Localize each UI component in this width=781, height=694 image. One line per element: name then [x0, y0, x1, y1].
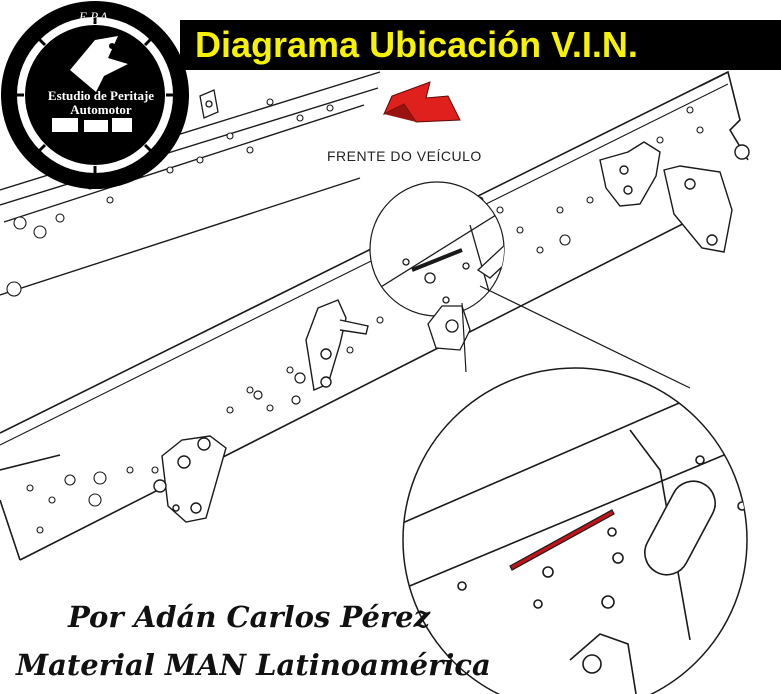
logo-top-text: E.P.A.	[79, 9, 111, 24]
far-rail-bracket	[199, 89, 219, 119]
detail-circle-small	[369, 181, 505, 317]
credit-author: Por Adán Carlos Pérez	[68, 600, 431, 634]
logo-text-line2: Automotor	[70, 102, 132, 117]
front-arrow-icon	[382, 81, 461, 123]
main-frame-rail	[0, 70, 749, 561]
detail-circle-zoom	[402, 367, 748, 694]
front-direction-label: FRENTE DO VEÍCULO	[327, 148, 482, 164]
spring-hanger-bracket	[305, 299, 369, 391]
logo-seal-icon	[1, 1, 189, 189]
vin-mark-small	[411, 248, 463, 272]
logo-text-line1: Estudio de Peritaje	[47, 88, 155, 103]
front-bracket	[599, 141, 750, 253]
main-rail-flange	[0, 83, 729, 446]
zoom-connector-lines	[461, 285, 691, 389]
lower-mount-bracket	[427, 305, 471, 351]
credit-source: Material MAN Latinoamérica	[16, 648, 491, 682]
title-bar	[180, 20, 781, 70]
mid-bolt-cluster	[253, 372, 306, 405]
vin-mark-zoom	[509, 509, 615, 571]
eagle-icon	[70, 36, 128, 92]
page-title: Diagrama Ubicación V.I.N.	[195, 24, 638, 65]
rear-bracket	[153, 435, 227, 523]
truck-icon	[52, 118, 132, 132]
